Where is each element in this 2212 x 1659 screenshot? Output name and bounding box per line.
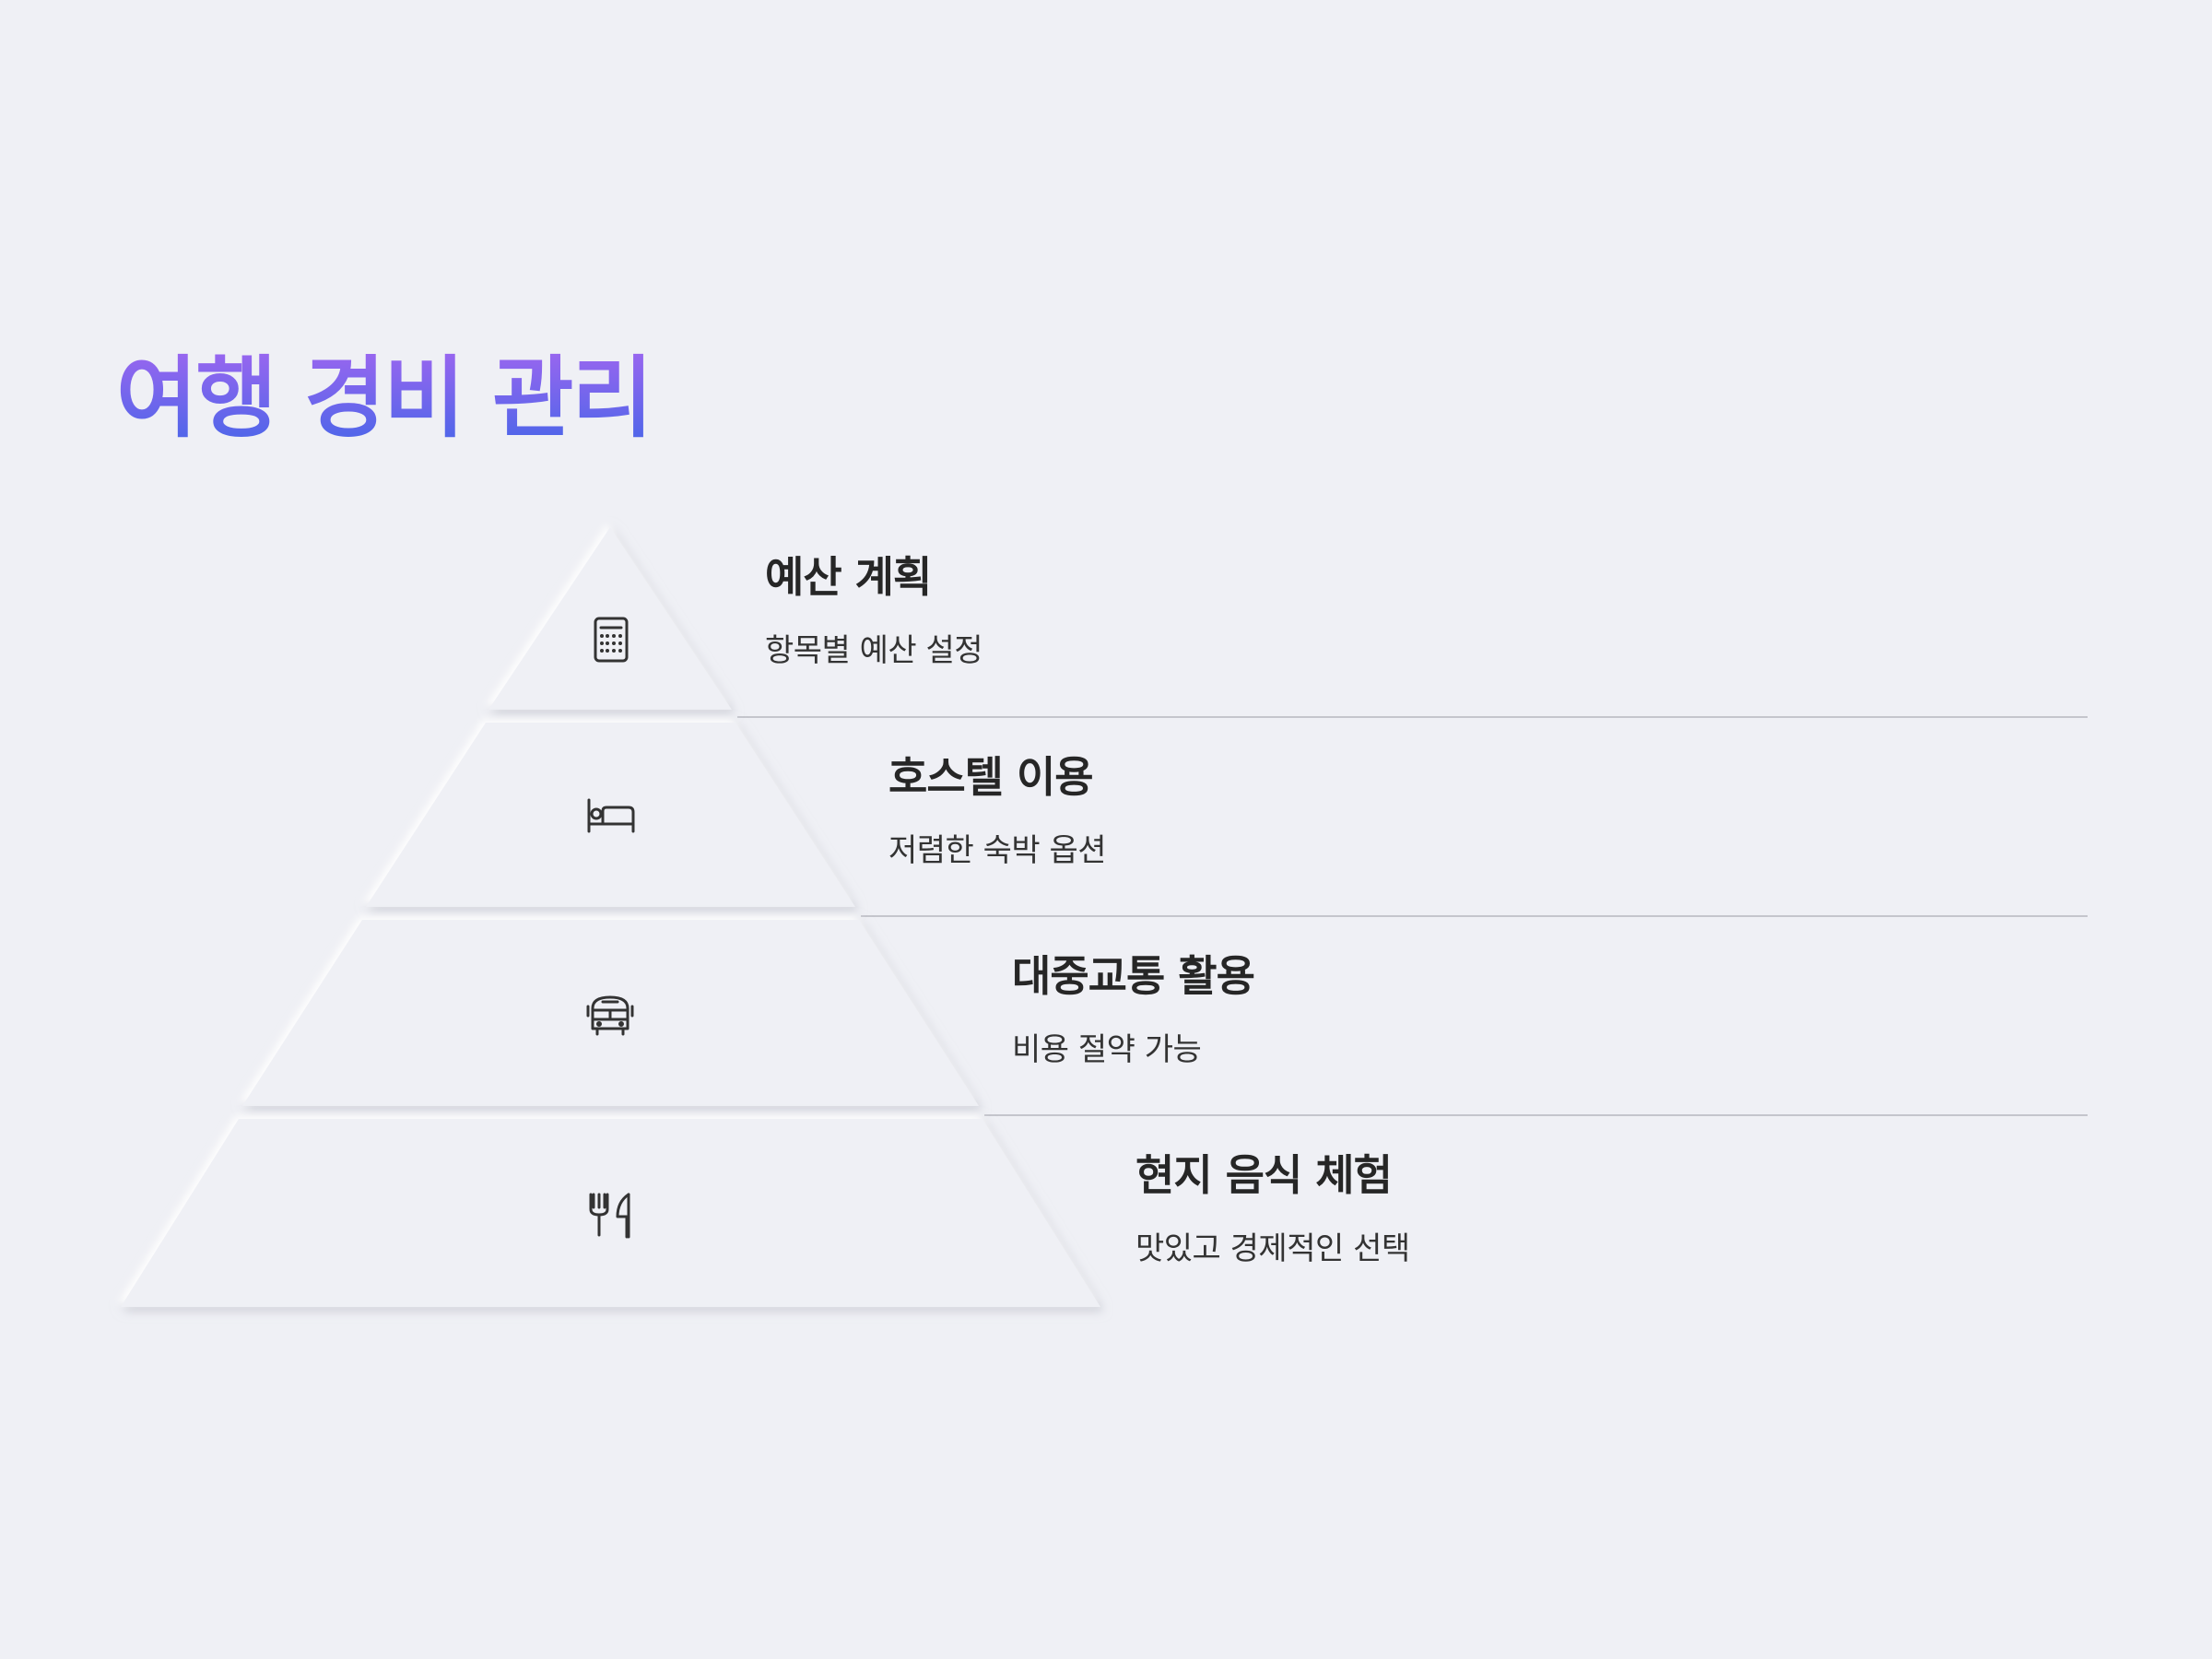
bus-icon [586,995,634,1036]
level-title-hostel: 호스텔 이용 [888,752,1094,802]
level-description-local-food: 맛있고 경제적인 선택 [1135,1230,1410,1267]
level-title-transit: 대중교통 활용 [1012,951,1255,1001]
level-description-budget: 항목별 예산 설정 [765,632,983,669]
slide-title: 여행 경비 관리 [116,343,653,453]
level-title-budget: 예산 계획 [765,552,932,602]
calculator-icon [594,617,629,663]
pyramid-tier-4 [121,1119,1100,1307]
level-description-transit: 비용 절약 가능 [1012,1031,1202,1068]
level-description-hostel: 저렴한 숙박 옵션 [888,832,1107,869]
fork-knife-icon [589,1193,630,1239]
bed-icon [587,798,635,833]
level-title-local-food: 현지 음식 체험 [1135,1150,1393,1200]
pyramid-tier-2 [366,723,855,907]
